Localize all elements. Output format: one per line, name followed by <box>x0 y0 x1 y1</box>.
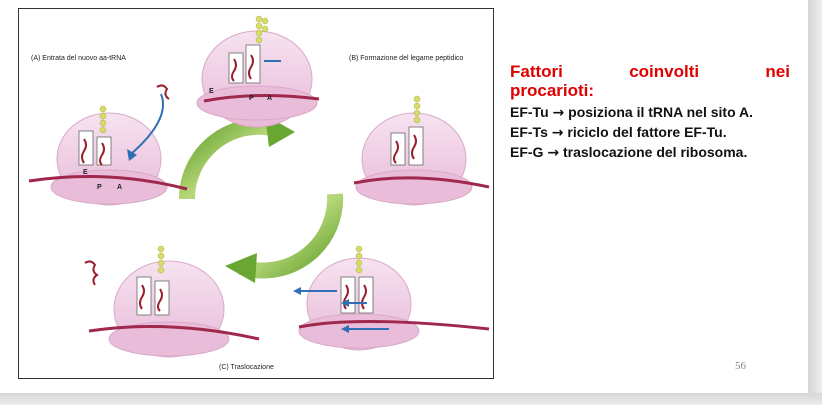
factors-text-panel: Fattori coinvolti nei procarioti: EF-Tu … <box>510 62 790 163</box>
right-arrow-icon: → <box>551 125 564 141</box>
site-a-label-top: A <box>267 95 273 102</box>
factor-ef-tu: EF-Tu → posiziona il tRNA nel sito A. <box>510 103 790 123</box>
elongation-cycle-diagram <box>28 15 490 358</box>
slide: (A) Entrata del nuovo aa-tRNA (B) Formaz… <box>0 0 808 393</box>
page-number: 56 <box>735 360 746 372</box>
slide-shadow-right <box>808 0 822 405</box>
panel-a-label: (A) Entrata del nuovo aa-tRNA <box>31 55 126 62</box>
panel-b-label: (B) Formazione del legame peptidico <box>349 55 464 62</box>
factor-ef-g: EF-G → traslocazione del ribosoma. <box>510 143 790 163</box>
factor-description: posiziona il tRNA nel sito A. <box>568 104 753 120</box>
factor-name: EF-G <box>510 144 544 160</box>
site-e-label-a: E <box>83 169 88 176</box>
cycle-arrows <box>178 115 344 283</box>
right-arrow-icon: → <box>552 105 565 121</box>
site-a-label-a: A <box>117 184 123 191</box>
site-p-label-top: P <box>249 95 254 102</box>
ribosome-panel-b <box>353 95 490 206</box>
ribosome-panel-c <box>84 245 260 358</box>
site-p-label-a: P <box>97 184 102 191</box>
factor-name: EF-Ts <box>510 124 548 140</box>
ribosome-translocation <box>293 245 490 351</box>
factor-description: riciclo del fattore EF-Tu. <box>567 124 727 140</box>
ribosome-top <box>196 15 320 128</box>
site-e-label-top: E <box>209 88 214 95</box>
factor-name: EF-Tu <box>510 104 549 120</box>
factor-description: traslocazione del ribosoma. <box>562 144 748 160</box>
factors-heading: Fattori coinvolti nei <box>510 62 790 81</box>
right-arrow-icon: → <box>547 145 560 161</box>
factor-ef-ts: EF-Ts → riciclo del fattore EF-Tu. <box>510 123 790 143</box>
factors-heading-continued: procarioti: <box>510 81 595 100</box>
slide-shadow-bottom <box>0 393 822 405</box>
ribosome-panel-a <box>28 84 188 206</box>
translation-elongation-figure: (A) Entrata del nuovo aa-tRNA (B) Formaz… <box>18 8 494 379</box>
panel-c-label: (C) Traslocazione <box>219 364 274 371</box>
